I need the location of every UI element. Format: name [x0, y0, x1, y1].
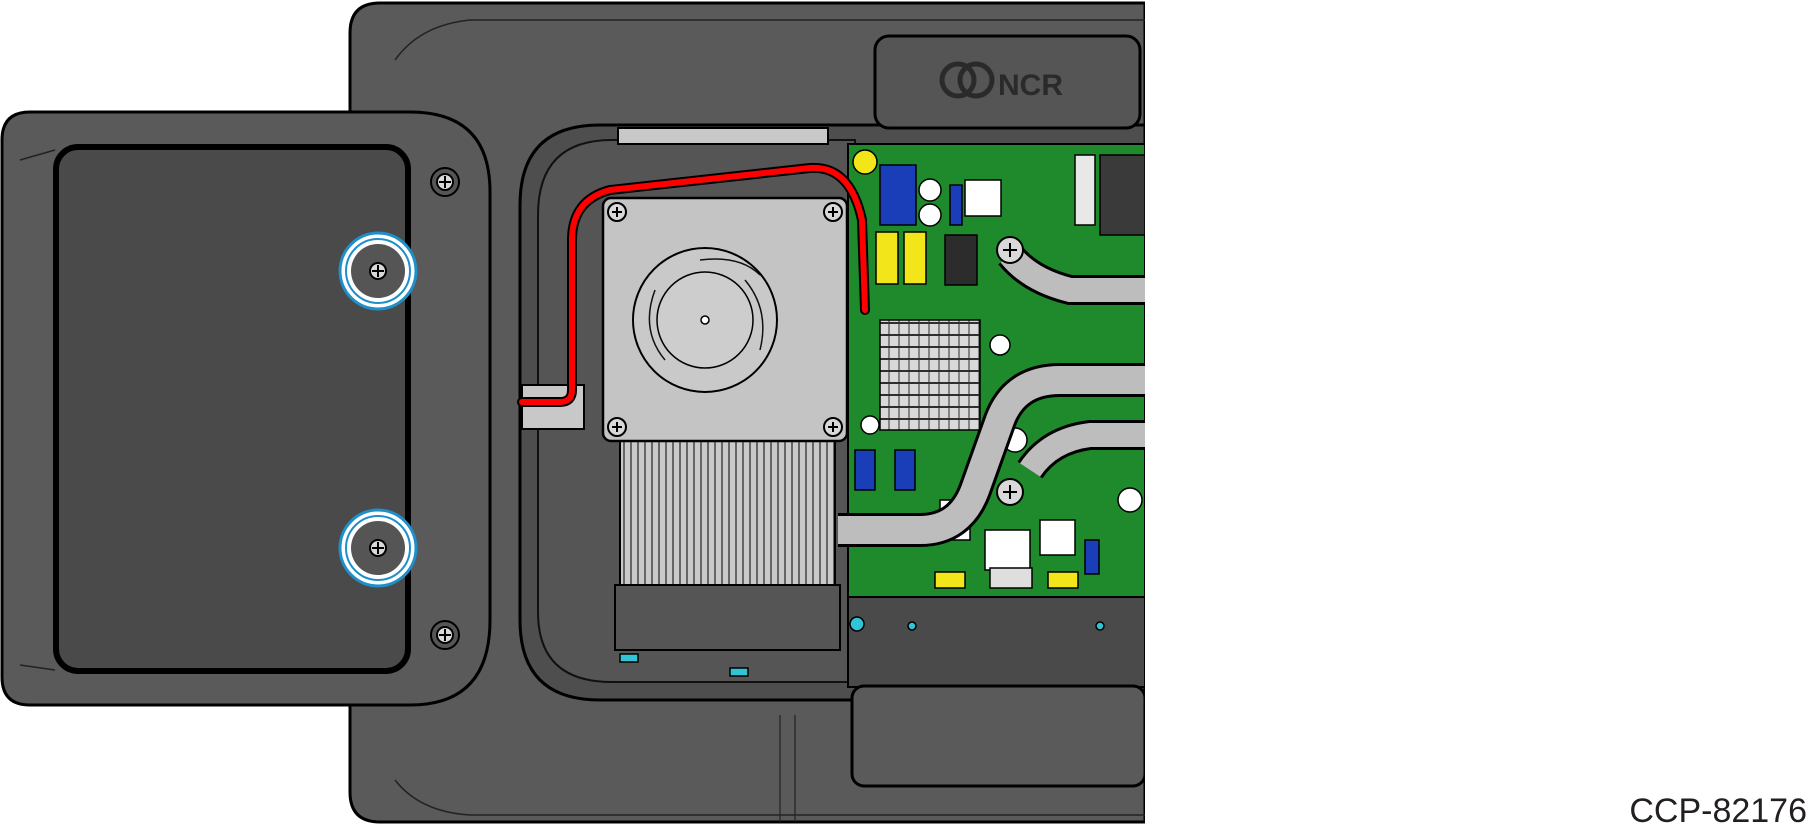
red-cable — [519, 164, 868, 405]
pcb-screws — [996, 236, 1024, 506]
heatsink-fins — [619, 439, 836, 591]
housing-contour — [394, 779, 1145, 816]
io-bracket — [847, 596, 1145, 688]
ncr-logo: NCR — [939, 61, 1063, 102]
callout-screw-top — [338, 231, 418, 311]
top-bracket — [617, 127, 829, 145]
heatsink-fan-assembly — [601, 196, 849, 651]
figure-id-label: CCP-82176 — [1629, 792, 1807, 830]
logo-tab — [873, 34, 1142, 130]
lower-panel — [850, 684, 1145, 788]
logo-text: NCR — [998, 69, 1063, 102]
rear-cover — [0, 110, 492, 707]
cover-panel — [53, 144, 411, 674]
standoffs — [619, 616, 1105, 677]
pcb-components — [852, 149, 1145, 589]
terminal-rear-view: NCR — [348, 1, 1145, 824]
housing-contour — [779, 715, 796, 822]
housing-contour — [394, 19, 1145, 61]
cover-contour — [19, 149, 56, 671]
callout-screw-bottom — [338, 508, 418, 588]
cover-corner-screws — [430, 167, 460, 650]
heatsink-base — [614, 584, 841, 651]
